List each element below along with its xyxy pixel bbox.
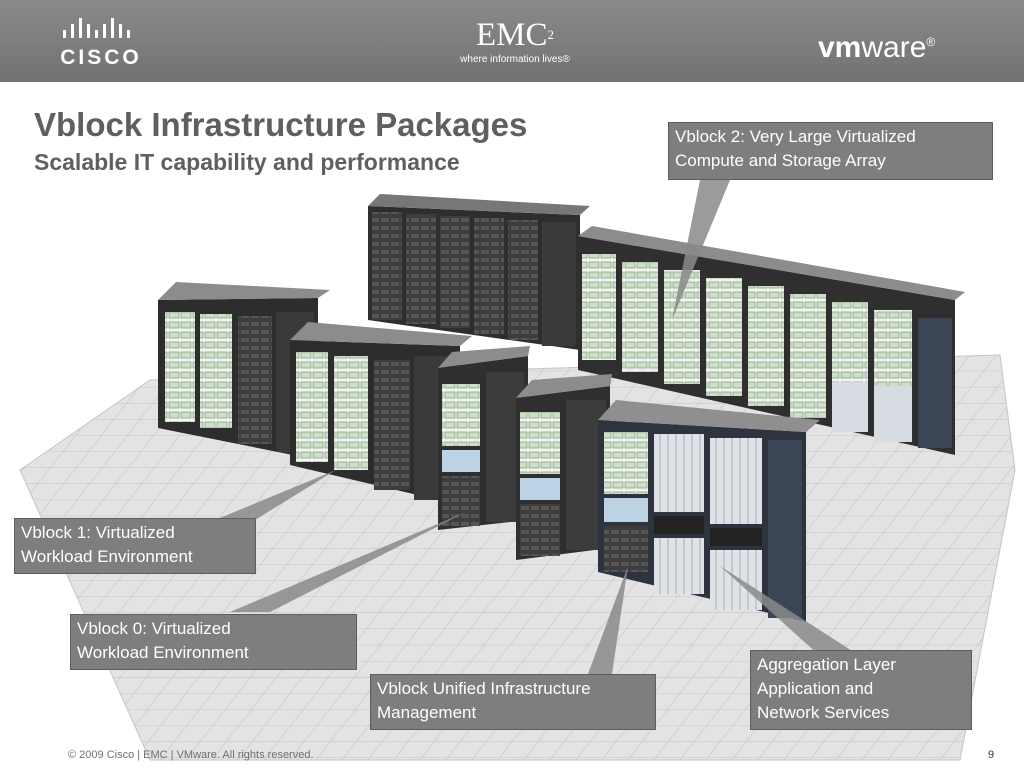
aggregation-racks (598, 400, 820, 622)
callout-unified-line1: Vblock Unified Infrastructure (377, 679, 591, 698)
vmware-wordmark-light: ware (861, 31, 927, 64)
callout-vblock2-line2: Compute and Storage Array (675, 151, 886, 170)
cisco-logo: CISCO (60, 14, 142, 69)
vblock0-rack (438, 346, 530, 530)
callout-aggregation-line2: Application and (757, 679, 874, 698)
copyright-footer: © 2009 Cisco | EMC | VMware. All rights … (68, 749, 314, 761)
cisco-bars-icon (63, 18, 130, 38)
callout-vblock1-line1: Vblock 1: Virtualized (21, 523, 175, 542)
emc-logo: EMC2 where information lives® (440, 18, 590, 65)
vblock2-compute-racks (578, 226, 965, 455)
callout-vblock1-line2: Workload Environment (21, 547, 193, 566)
callout-pointers (215, 180, 860, 674)
callout-vblock1: Vblock 1: Virtualized Workload Environme… (14, 518, 256, 574)
emc-trademark: ® (562, 54, 570, 65)
callout-vblock0-line1: Vblock 0: Virtualized (77, 619, 231, 638)
callout-vblock0: Vblock 0: Virtualized Workload Environme… (70, 614, 357, 670)
callout-aggregation-line1: Aggregation Layer (757, 655, 896, 674)
callout-vblock0-line2: Workload Environment (77, 643, 249, 662)
callout-vblock2-line1: Vblock 2: Very Large Virtualized (675, 127, 916, 146)
vmware-wordmark-bold: vm (818, 31, 862, 64)
callout-aggregation: Aggregation Layer Application and Networ… (750, 650, 972, 730)
unified-management-rack (516, 374, 612, 560)
callout-unified-line2: Management (377, 703, 477, 722)
emc-tagline: where information lives (460, 54, 563, 65)
page-number: 9 (988, 749, 995, 761)
vmware-logo: vmware® (818, 26, 935, 64)
vblock2-storage-racks (368, 194, 590, 350)
vblock1-racks-left (158, 282, 330, 460)
emc-wordmark: EMC (475, 17, 548, 53)
callout-unified-management: Vblock Unified Infrastructure Management (370, 674, 656, 730)
header-bar: CISCO EMC2 where information lives® vmwa… (0, 0, 1024, 82)
cisco-wordmark: CISCO (60, 46, 142, 69)
emc-superscript: 2 (547, 27, 555, 42)
callout-vblock2: Vblock 2: Very Large Virtualized Compute… (668, 122, 993, 180)
slide-title: Vblock Infrastructure Packages (34, 106, 528, 143)
callout-aggregation-line3: Network Services (757, 703, 890, 722)
vmware-trademark: ® (926, 35, 936, 49)
slide-subtitle: Scalable IT capability and performance (34, 149, 460, 175)
